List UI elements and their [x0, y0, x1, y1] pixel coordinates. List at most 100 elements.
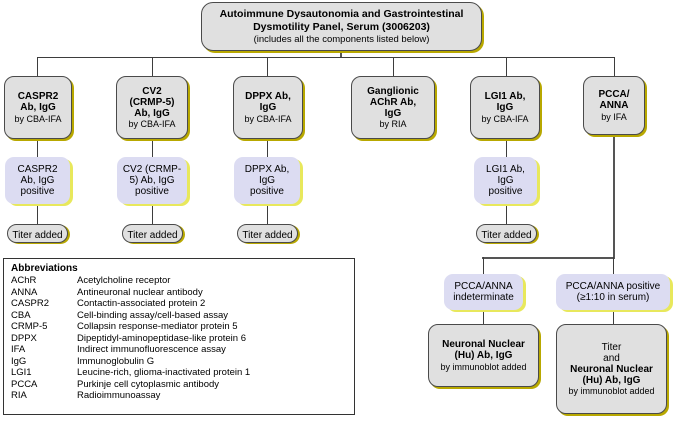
action-cv2-titer-label: Titer added — [127, 229, 178, 241]
test-ganglionic-name-line1: Ganglionic — [367, 85, 419, 97]
abbreviation-term: CRMP-5 — [11, 321, 48, 332]
result-node-pcca-indeterminate[interactable]: PCCA/ANNA indeterminate — [444, 274, 523, 310]
connector-pcca-stem — [613, 135, 615, 259]
result-node-dppx-positive[interactable]: DPPX Ab, IgG positive — [234, 157, 300, 204]
result-cv2-line1: CV2 (CRMP- — [122, 163, 182, 175]
connector-drop-pcca — [614, 57, 615, 76]
test-dppx-method: by CBA-IFA — [244, 113, 292, 124]
connector-pcca-to-positive — [613, 257, 614, 274]
abbreviation-definition: Immunoglobulin G — [77, 355, 155, 367]
test-node-dppx[interactable]: DPPX Ab, IgG by CBA-IFA — [233, 76, 303, 139]
action-positive-line2: and — [603, 352, 620, 364]
action-positive-line5: by immunoblot added — [568, 386, 655, 397]
result-caspr2-line1: CASPR2 — [17, 163, 58, 175]
test-lgi1-name-line2: IgG — [496, 102, 514, 114]
result-node-lgi1-positive[interactable]: LGI1 Ab, IgG positive — [474, 157, 537, 204]
result-node-caspr2-positive[interactable]: CASPR2 Ab, IgG positive — [5, 157, 70, 204]
action-caspr2-titer-label: Titer added — [12, 229, 63, 241]
test-ganglionic-name-line2: AChR Ab, — [369, 96, 417, 108]
test-node-cv2[interactable]: CV2 (CRMP-5) Ab, IgG by CBA-IFA — [116, 76, 188, 139]
action-node-lgi1-titer[interactable]: Titer added — [476, 224, 537, 243]
abbreviation-term: AChR — [11, 275, 37, 286]
panel-title-line1: Autoimmune Dysautonomia and Gastrointest… — [219, 7, 464, 20]
action-node-caspr2-titer[interactable]: Titer added — [7, 224, 68, 243]
connector-cv2-to-titer — [152, 204, 153, 224]
test-cv2-name-line2: (CRMP-5) — [129, 96, 175, 108]
connector-drop-cv2 — [152, 57, 153, 76]
result-lgi1-line2: IgG — [497, 174, 514, 186]
abbreviation-term: IFA — [11, 344, 26, 355]
abbreviation-row: IgG Immunoglobulin G — [11, 356, 250, 368]
abbreviation-term: IgG — [11, 355, 27, 367]
connector-dppx-to-titer — [267, 204, 268, 224]
connector-pcca-to-indeterminate — [483, 257, 484, 274]
result-pcca-indeterminate-line1: PCCA/ANNA — [454, 280, 513, 292]
test-node-ganglionic[interactable]: Ganglionic AChR Ab, IgG by RIA — [351, 76, 435, 139]
connector-dppx-to-result — [267, 139, 268, 157]
result-caspr2-line3: positive — [20, 186, 55, 198]
connector-drop-dppx — [267, 57, 268, 76]
panel-title-line2: Dysmotility Panel, Serum (3006203) — [253, 20, 430, 33]
action-indeterminate-line3: by immunoblot added — [440, 361, 527, 372]
result-pcca-positive-line2: (≥1:10 in serum) — [576, 292, 650, 303]
abbreviation-definition: Purkinje cell cytoplasmic antibody — [77, 378, 220, 390]
test-lgi1-method: by CBA-IFA — [481, 113, 529, 124]
action-node-indeterminate-immunoblot[interactable]: Neuronal Nuclear (Hu) Ab, IgG by immunob… — [428, 324, 539, 387]
test-caspr2-name-line2: Ab, IgG — [20, 102, 56, 114]
result-caspr2-line2: Ab, IgG — [20, 174, 55, 186]
result-node-cv2-positive[interactable]: CV2 (CRMP- 5) Ab, IgG positive — [117, 157, 187, 204]
test-node-pcca-anna[interactable]: PCCA/ ANNA by IFA — [583, 76, 645, 135]
test-ganglionic-method: by RIA — [379, 119, 407, 130]
result-cv2-line3: positive — [135, 186, 169, 198]
panel-title-node: Autoimmune Dysautonomia and Gastrointest… — [201, 2, 482, 51]
action-positive-line4: (Hu) Ab, IgG — [582, 375, 641, 387]
connector-drop-lgi1 — [506, 57, 507, 76]
test-dppx-name-line1: DPPX Ab, — [245, 91, 291, 103]
test-node-caspr2[interactable]: CASPR2 Ab, IgG by CBA-IFA — [4, 76, 72, 139]
connector-indeterminate-to-action — [483, 310, 484, 324]
connector-distribution-bar — [37, 57, 614, 58]
abbreviation-row: RIA Radioimmunoassay — [11, 390, 250, 402]
result-node-pcca-positive[interactable]: PCCA/ANNA positive (≥1:10 in serum) — [556, 274, 670, 310]
test-caspr2-method: by CBA-IFA — [14, 113, 62, 124]
abbreviation-term: PCCA — [11, 378, 38, 390]
test-cv2-name-line3: Ab, IgG — [134, 108, 170, 120]
abbreviation-row: CRMP-5 Collapsin response-mediator protei… — [11, 321, 250, 333]
action-positive-line3: Neuronal Nuclear — [570, 363, 653, 375]
test-pcca-name-line2: ANNA — [599, 100, 629, 112]
result-lgi1-line1: LGI1 Ab, — [486, 163, 525, 175]
connector-drop-ganglionic — [393, 57, 394, 76]
abbreviation-definition: Acetylcholine receptor — [77, 275, 171, 286]
abbreviation-definition: Leucine-rich, glioma-inactivated protein… — [77, 367, 251, 378]
result-pcca-positive-line1: PCCA/ANNA positive — [565, 280, 661, 292]
connector-caspr2-to-result — [37, 139, 38, 157]
test-pcca-method: by IFA — [601, 111, 627, 122]
abbreviation-row: PCCA Purkinje cell cytoplasmic antibody — [11, 379, 250, 391]
connector-lgi1-to-titer — [506, 204, 507, 224]
test-ganglionic-name-line3: IgG — [384, 108, 402, 120]
result-lgi1-line3: positive — [488, 186, 523, 198]
action-node-dppx-titer[interactable]: Titer added — [237, 224, 298, 243]
action-node-cv2-titer[interactable]: Titer added — [122, 224, 183, 243]
test-node-lgi1[interactable]: LGI1 Ab, IgG by CBA-IFA — [470, 76, 540, 139]
action-node-positive-titer-immunoblot[interactable]: Titer and Neuronal Nuclear (Hu) Ab, IgG … — [556, 324, 667, 414]
abbreviation-term: RIA — [11, 390, 27, 401]
test-dppx-name-line2: IgG — [259, 102, 277, 114]
panel-title-subtext: (includes all the components listed belo… — [253, 33, 430, 45]
connector-title-stem — [340, 49, 342, 58]
abbreviation-definition: Collapsin response-mediator protein 5 — [77, 321, 238, 332]
action-indeterminate-line1: Neuronal Nuclear — [442, 339, 525, 351]
test-cv2-method: by CBA-IFA — [128, 119, 176, 130]
result-dppx-line3: positive — [250, 186, 284, 198]
connector-drop-caspr2 — [37, 57, 38, 76]
abbreviations-heading: Abbreviations — [11, 263, 78, 274]
abbreviation-definition: Radioimmunoassay — [77, 390, 161, 401]
result-cv2-line2: 5) Ab, IgG — [129, 174, 175, 186]
